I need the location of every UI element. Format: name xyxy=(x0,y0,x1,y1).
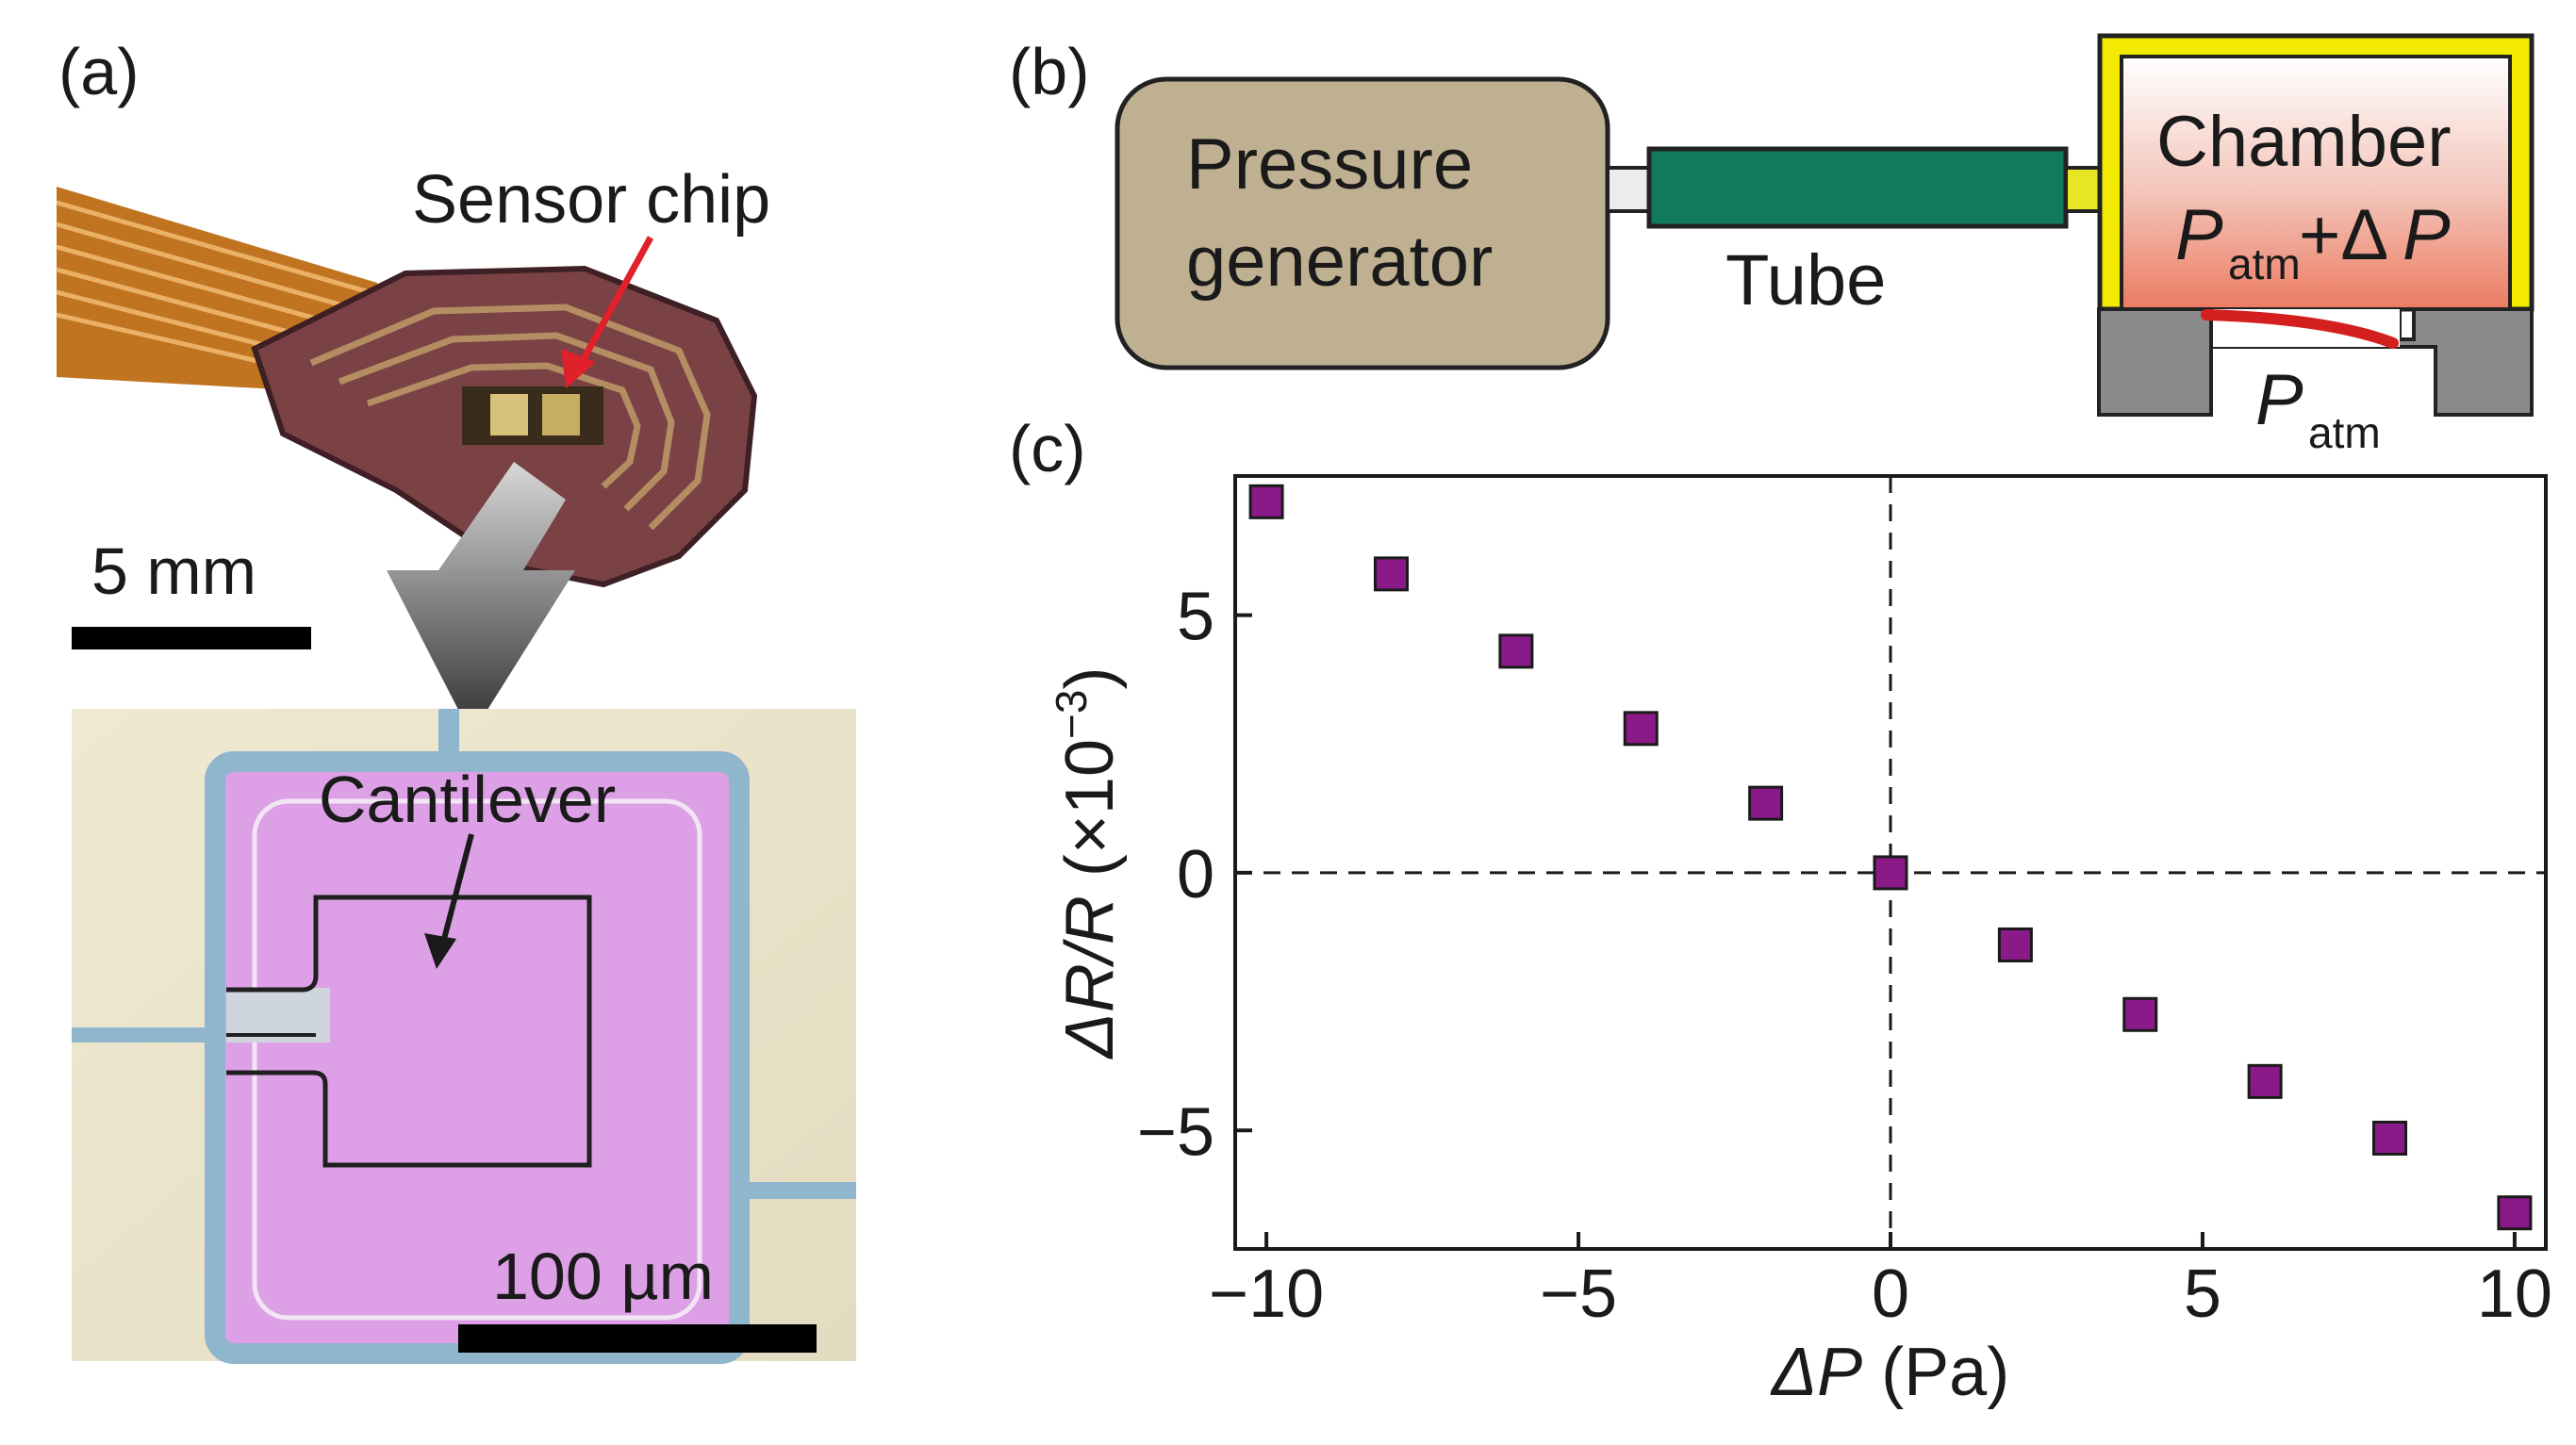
panel-a: (a) Sensor chip xyxy=(56,35,856,1364)
data-point xyxy=(2497,1195,2533,1231)
tube-connector-left xyxy=(1606,166,1651,213)
scale-bar-5mm xyxy=(72,627,311,649)
sensor-chip-label: Sensor chip xyxy=(412,162,770,238)
x-tick-label: 5 xyxy=(2184,1256,2221,1332)
data-point xyxy=(1997,927,2033,962)
y-axis-close: ) xyxy=(1052,667,1128,690)
data-point xyxy=(1873,855,1908,891)
tube-connector-right xyxy=(2064,166,2105,213)
x-axis-label: ΔP (Pa) xyxy=(1770,1335,2009,1410)
data-point xyxy=(1248,484,1284,519)
x-axis-unit: (Pa) xyxy=(1862,1335,2009,1410)
data-point xyxy=(1498,633,1534,669)
data-point xyxy=(2122,996,2158,1032)
chamber-label: Chamber xyxy=(2156,102,2452,182)
x-tick-label: −10 xyxy=(1209,1256,1324,1332)
data-point xyxy=(1623,711,1659,747)
y-tick-label: −5 xyxy=(1137,1094,1214,1170)
p-symbol-2: P xyxy=(2403,195,2451,275)
p-symbol: P xyxy=(2175,195,2223,275)
atmospheric-pressure-label: P atm xyxy=(2255,360,2381,457)
atm-subscript: atm xyxy=(2228,239,2301,288)
chamber-pressure-expression: P atm +Δ P xyxy=(2175,195,2451,288)
sensor-board-photo xyxy=(56,187,758,588)
data-point xyxy=(2247,1063,2283,1099)
zoom-arrow xyxy=(387,462,575,735)
chamber xyxy=(2097,33,2535,417)
cantilever-micrograph xyxy=(72,709,856,1364)
atm-subscript-bottom: atm xyxy=(2308,408,2381,457)
panel-a-label: (a) xyxy=(58,35,140,108)
scale-label-100um: 100 µm xyxy=(492,1240,714,1313)
sensor-chip-arrow xyxy=(561,236,654,388)
data-point xyxy=(2372,1120,2408,1156)
y-tick-label: 5 xyxy=(1177,580,1214,655)
data-point xyxy=(1748,785,1784,821)
p-symbol-bottom: P xyxy=(2255,360,2304,440)
plus-delta: +Δ xyxy=(2299,195,2388,275)
data-point xyxy=(1373,556,1409,592)
y-axis-label: ΔR/R (×10−3) xyxy=(1047,667,1128,1060)
cantilever-arrow xyxy=(424,833,474,969)
y-tick-label: 0 xyxy=(1177,837,1214,912)
panel-b: (b) Pressure generator Tube Chamber P at… xyxy=(1009,33,2535,457)
x-tick-label: 10 xyxy=(2477,1256,2552,1332)
x-tick-label: 0 xyxy=(1872,1256,1909,1332)
scale-bar-100um xyxy=(458,1324,817,1353)
pressure-generator-box xyxy=(1115,76,1610,370)
cantilever-label: Cantilever xyxy=(319,763,616,836)
y-axis-symbol: ΔR/R xyxy=(1052,895,1128,1059)
x-tick-label: −5 xyxy=(1540,1256,1617,1332)
tube xyxy=(1646,146,2069,229)
generator-label-line1: Pressure xyxy=(1186,124,1473,205)
y-axis-unit: (×10 xyxy=(1052,739,1128,895)
tube-label: Tube xyxy=(1726,240,1886,320)
x-axis-symbol: ΔP xyxy=(1770,1335,1862,1410)
scale-label-5mm: 5 mm xyxy=(91,534,256,608)
y-axis-exponent: −3 xyxy=(1047,690,1096,739)
panel-b-label: (b) xyxy=(1009,35,1090,108)
panel-c-label: (c) xyxy=(1009,412,1086,485)
generator-label-line2: generator xyxy=(1186,222,1493,302)
